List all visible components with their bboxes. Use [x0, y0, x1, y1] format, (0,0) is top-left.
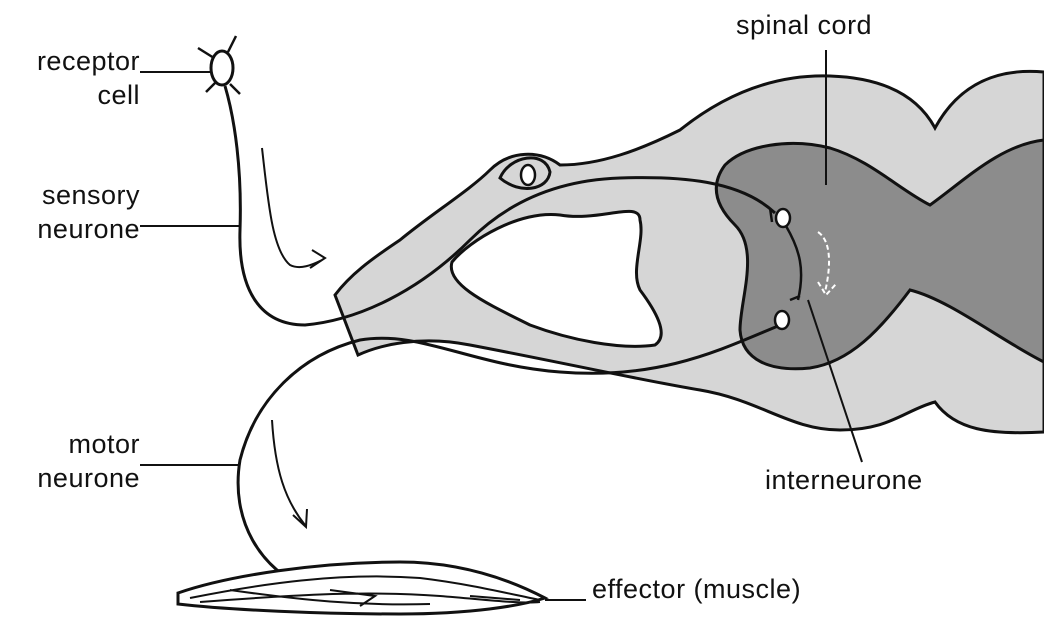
- receptor-label-line1: receptor: [0, 44, 140, 78]
- motor-neurone-label: motor neurone: [0, 427, 140, 495]
- interneurone-cell-upper: [776, 209, 790, 227]
- spinal-cord-label: spinal cord: [736, 8, 872, 42]
- sensory-neurone-label: sensory neurone: [0, 178, 140, 246]
- receptor-cell: [211, 51, 233, 85]
- ganglion-cell-body: [521, 165, 535, 185]
- receptor-label-line2: cell: [0, 78, 140, 112]
- sensory-label-line2: neurone: [0, 212, 140, 246]
- motor-label-line1: motor: [0, 427, 140, 461]
- effector-label: effector (muscle): [592, 572, 801, 606]
- sensory-label-line1: sensory: [0, 178, 140, 212]
- motor-arrow: [272, 420, 307, 527]
- interneurone-label: interneurone: [765, 463, 923, 497]
- motor-label-line2: neurone: [0, 461, 140, 495]
- sensory-arrow: [262, 148, 325, 268]
- receptor-cell-label: receptor cell: [0, 44, 140, 112]
